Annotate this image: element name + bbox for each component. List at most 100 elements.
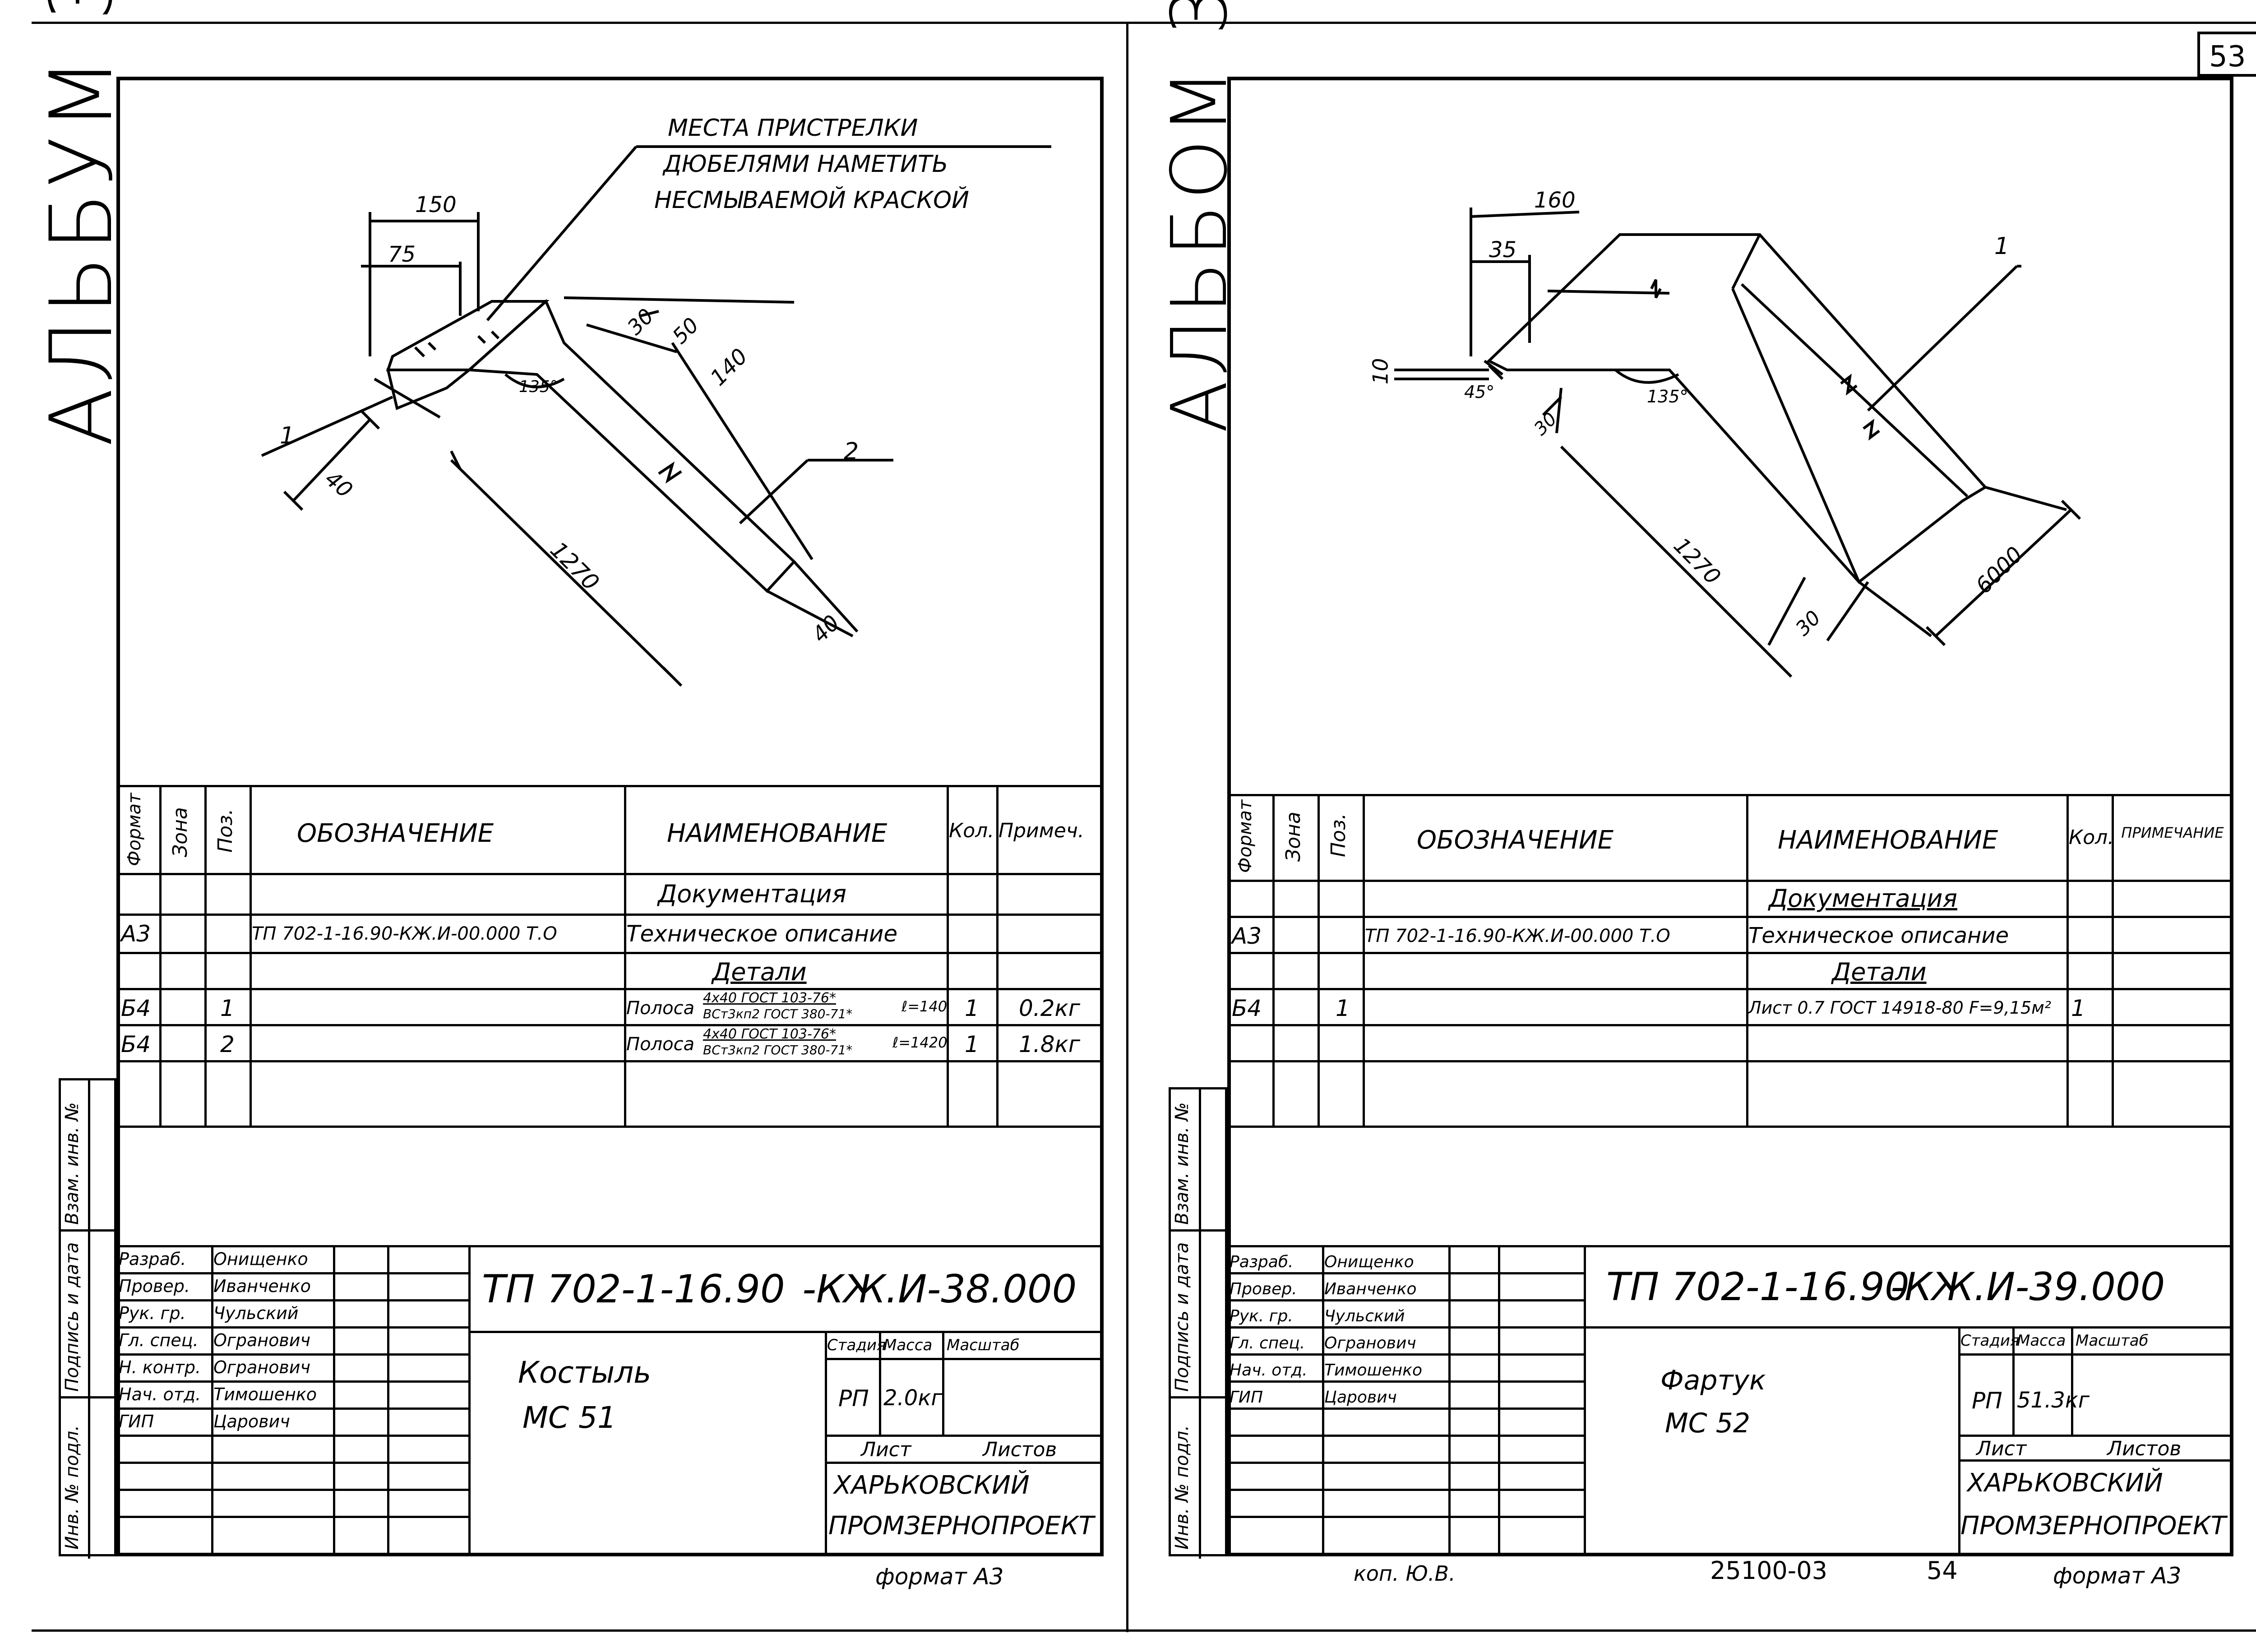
hdr-name: НАИМЕНОВАНИЕ (667, 819, 888, 848)
kop-label: коп. Ю.В. (1354, 1561, 1456, 1586)
stage-header: Стадия (827, 1336, 886, 1354)
r-dim-angle: 135° (1647, 387, 1688, 406)
title-block-left: Разраб. Провер. Рук. гр. Гл. спец. Н. ко… (116, 1245, 1104, 1556)
doc-code: 25100-03 (1710, 1556, 1827, 1585)
format-label-right: формат A3 (2053, 1563, 2182, 1589)
r-product-code: МС 52 (1665, 1407, 1751, 1439)
role-1: Провер. (119, 1276, 190, 1296)
doc-format: A3 (121, 921, 151, 947)
r-side-label-replace: Взам. инв. № (1172, 1102, 1193, 1225)
annotation-line-1: МЕСТА ПРИСТРЕЛКИ (668, 115, 918, 142)
row2-frac-bot: ВСт3кп2 ГОСТ 380-71* (703, 1043, 853, 1057)
row2-pos: 2 (220, 1031, 235, 1057)
r-scale-header: Масштаб (2076, 1332, 2149, 1350)
r-role-4: Нач. отд. (1230, 1361, 1308, 1380)
row1-len: ℓ=140 (901, 998, 948, 1015)
r-side-label-sign: Подпись и дата (1172, 1242, 1193, 1392)
dim-150: 150 (415, 192, 457, 217)
product-title: Костыль (518, 1355, 652, 1390)
r-name-0: Онищенко (1324, 1253, 1414, 1271)
sheet-header: Лист (861, 1438, 911, 1461)
pos-label-2: 2 (844, 438, 859, 465)
spec-table-left: Формат Зона Поз. ОБОЗНАЧЕНИЕ НАИМЕНОВАНИ… (116, 785, 1104, 1128)
drawing-frame-right (1227, 77, 2233, 1556)
r-hdr-pos: Поз. (1327, 813, 1350, 857)
top-border-line (32, 22, 2256, 24)
r-section-doc: Документация (1769, 884, 1957, 913)
r-section-parts: Детали (1832, 958, 1927, 986)
r-dim-10: 10 (1368, 358, 1393, 385)
r-name-5: Царович (1324, 1388, 1397, 1407)
name-6: Царович (213, 1412, 290, 1431)
r-stage-header: Стадия (1960, 1332, 2020, 1350)
r-dim-45: 45° (1464, 382, 1495, 402)
role-6: ГИП (119, 1412, 154, 1431)
designation: ТП 702-1-16.90 (482, 1267, 785, 1312)
pos-label-1: 1 (280, 422, 295, 449)
stage-value: РП (838, 1385, 869, 1412)
section-parts: Детали (712, 958, 807, 986)
hdr-format: Формат (124, 793, 145, 866)
row1-format: Б4 (121, 995, 151, 1021)
r-doc-format: A3 (1232, 923, 1262, 949)
r-hdr-name: НАИМЕНОВАНИЕ (1778, 826, 1998, 855)
r-sheets-header: Листов (2107, 1437, 2182, 1460)
row2-name: Полоса (626, 1034, 695, 1055)
row1-frac-top: 4x40 ГОСТ 103-76* (703, 990, 836, 1006)
r-side-label-inv: Инв. № подл. (1172, 1425, 1193, 1550)
doc-designation: ТП 702-1-16.90-КЖ.И-00.000 Т.О (252, 923, 557, 944)
r-hdr-designation: ОБОЗНАЧЕНИЕ (1417, 826, 1614, 855)
r-name-1: Иванченко (1324, 1280, 1417, 1298)
name-0: Онищенко (213, 1249, 308, 1269)
org-2: ПРОМЗЕРНОПРОЕКТ (828, 1511, 1094, 1541)
side-label-inv: Инв. № подл. (62, 1425, 83, 1550)
mass-header: Масса (883, 1336, 933, 1354)
dim-angle: 135° (519, 378, 558, 396)
r-role-2: Рук. гр. (1230, 1307, 1293, 1325)
page-number: 53 (2209, 40, 2246, 74)
r-pos-label-1: 1 (1994, 233, 2010, 260)
side-strip-right: Инв. № подл. Подпись и дата Взам. инв. № (1169, 1087, 1230, 1559)
r-role-5: ГИП (1230, 1388, 1263, 1407)
sheet-no: 54 (1927, 1556, 1958, 1585)
name-2: Чульский (213, 1303, 299, 1323)
r-mass-header: Масса (2017, 1332, 2066, 1350)
mass-value: 2.0кг (883, 1385, 943, 1411)
designation-suffix: -КЖ.И-38.000 (802, 1267, 1077, 1312)
product-code: МС 51 (522, 1400, 616, 1435)
r-stage-value: РП (1972, 1388, 2002, 1414)
row1-note: 0.2кг (1019, 995, 1080, 1021)
role-4: Н. контр. (119, 1357, 201, 1377)
side-label-replace: Взам. инв. № (62, 1102, 83, 1225)
row1-qty: 1 (965, 995, 979, 1021)
r-designation: ТП 702-1-16.90 (1606, 1264, 1909, 1310)
r-name-4: Тимошенко (1324, 1361, 1422, 1380)
hdr-zone: Зона (169, 807, 192, 857)
r-dim-35: 35 (1489, 237, 1517, 263)
r-row1-pos: 1 (1336, 995, 1350, 1021)
r-hdr-zone: Зона (1282, 812, 1305, 862)
name-5: Тимошенко (213, 1384, 317, 1404)
doc-name: Техническое описание (626, 921, 898, 947)
row1-pos: 1 (220, 995, 235, 1021)
hdr-qty: Кол. (949, 819, 994, 842)
r-row1-qty: 1 (2071, 995, 2085, 1021)
r-doc-name: Техническое описание (1748, 923, 2009, 948)
r-name-3: Огранович (1324, 1334, 1416, 1352)
name-1: Иванченко (213, 1276, 311, 1296)
r-dim-160: 160 (1534, 188, 1576, 213)
name-3: Огранович (213, 1330, 310, 1350)
row2-frac-top: 4x40 ГОСТ 103-76* (703, 1026, 836, 1042)
r-row1-name: Лист 0.7 ГОСТ 14918-80 F=9,15м² (1748, 998, 2052, 1018)
dim-75: 75 (388, 242, 416, 267)
page-number-box: 53 (2197, 32, 2256, 77)
r-product-title: Фартук (1660, 1365, 1766, 1396)
r-mass-value: 51.3кг (2017, 1388, 2090, 1413)
row2-format: Б4 (121, 1031, 151, 1057)
r-designation-suffix: -КЖ.И-39.000 (1891, 1264, 2165, 1310)
hdr-designation: ОБОЗНАЧЕНИЕ (297, 819, 494, 848)
row2-len: ℓ=1420 (892, 1034, 948, 1051)
spec-table-right: Формат Зона Поз. ОБОЗНАЧЕНИЕ НАИМЕНОВАНИ… (1227, 794, 2233, 1128)
role-2: Рук. гр. (119, 1303, 186, 1323)
r-hdr-note: ПРИМЕЧАНИЕ (2121, 824, 2224, 841)
